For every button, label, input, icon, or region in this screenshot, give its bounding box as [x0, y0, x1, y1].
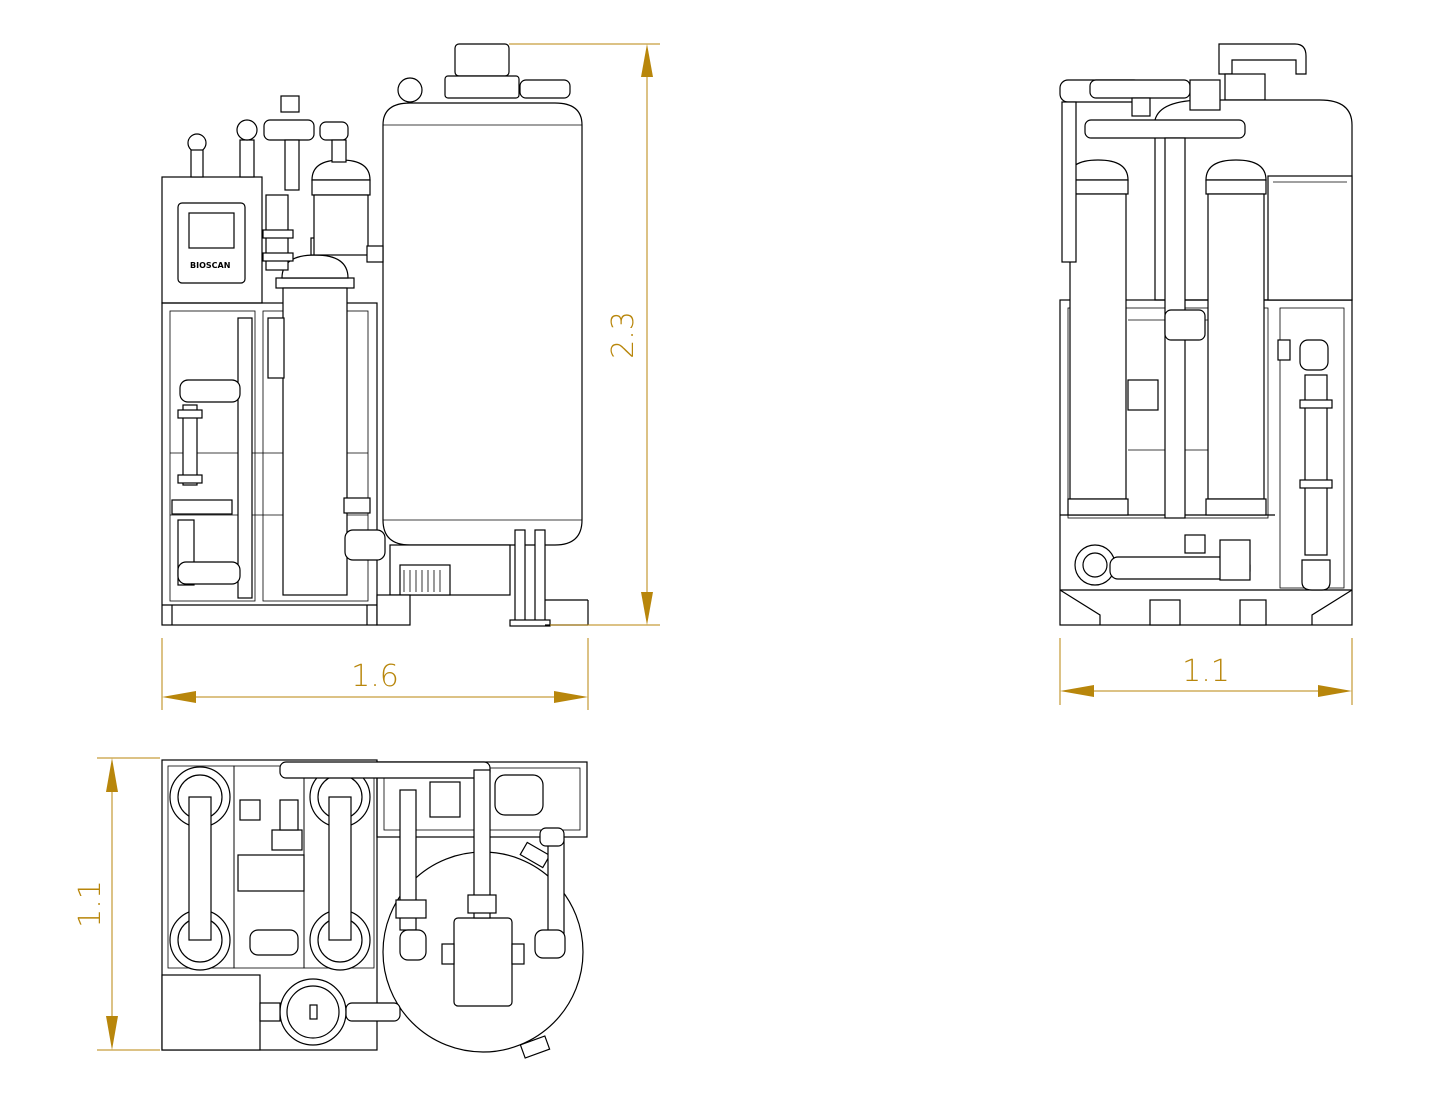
side-columns: [1067, 159, 1267, 516]
dim-side-width: 1.1: [1059, 638, 1353, 705]
side-width-label: 1.1: [1182, 654, 1230, 689]
front-piping: [171, 95, 386, 599]
dim-front-width: 1.6: [161, 638, 589, 710]
side-control-panel: [1267, 175, 1353, 301]
top-pump: [259, 978, 401, 1046]
top-view: [161, 759, 588, 1059]
dim-front-height: 2.3: [509, 43, 660, 626]
front-filter-vessel: [275, 237, 355, 596]
top-depth-label: 1.1: [73, 880, 108, 928]
front-rear-vessel: [311, 159, 371, 514]
top-piping: [237, 761, 566, 961]
side-view: [1059, 43, 1353, 626]
front-tank: [382, 43, 589, 627]
front-control-cabinet: BIOSCAN: [161, 133, 263, 304]
top-tank: [382, 841, 584, 1059]
top-vessels: [169, 766, 371, 971]
front-width-label: 1.6: [351, 659, 399, 694]
brand-logo: BIOSCAN: [190, 261, 230, 270]
front-view: BIOSCAN: [161, 43, 589, 627]
side-piping: [1059, 79, 1333, 591]
side-pump: [1074, 534, 1251, 586]
dim-top-depth: 1.1: [73, 757, 160, 1051]
front-height-label: 2.3: [606, 311, 641, 359]
front-pump: [376, 544, 511, 626]
